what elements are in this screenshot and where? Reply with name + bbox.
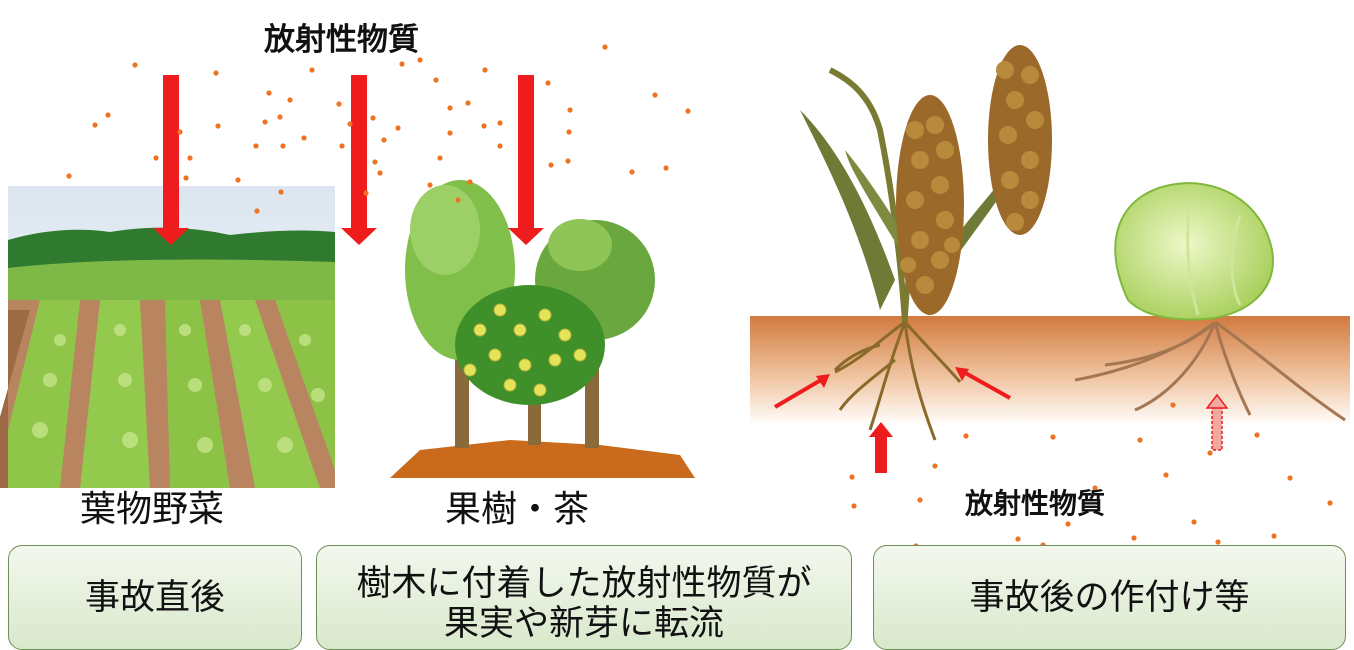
millet-panicle-left <box>896 95 964 315</box>
red-down-arrow-1 <box>153 75 189 245</box>
lettuce-image <box>1074 182 1346 422</box>
stage-box-immediate: 事故直後 <box>8 545 302 650</box>
stage-box-translocation: 樹木に付着した放射性物質が果実や新芽に転流 <box>316 545 852 650</box>
millet-panicle-right <box>988 45 1052 235</box>
stage-box-after-planting: 事故後の作付け等 <box>873 545 1346 650</box>
radioactive-material-label-soil: 放射性物質 <box>965 488 1106 519</box>
fruit-tree-image <box>390 180 695 478</box>
leafy-vegetable-field-image <box>0 186 335 488</box>
root-uptake-arrows <box>773 367 1229 473</box>
stage-label-immediate: 事故直後 <box>84 577 225 617</box>
falling-arrows <box>153 75 544 245</box>
radioactive-particles <box>66 44 1333 579</box>
fruit-tree-tea-caption: 果樹・茶 <box>445 488 590 529</box>
leafy-vegetables-caption: 葉物野菜 <box>80 488 225 529</box>
stage-label-translocation: 樹木に付着した放射性物質が果実や新芽に転流 <box>356 563 812 643</box>
stage-label-after-planting: 事故後の作付け等 <box>969 577 1250 617</box>
red-down-arrow-2 <box>341 75 377 245</box>
red-down-arrow-3 <box>508 75 544 245</box>
soil-layer <box>750 316 1350 426</box>
radioactive-material-label-top: 放射性物質 <box>264 22 419 57</box>
millet-plant-image <box>800 45 1052 441</box>
